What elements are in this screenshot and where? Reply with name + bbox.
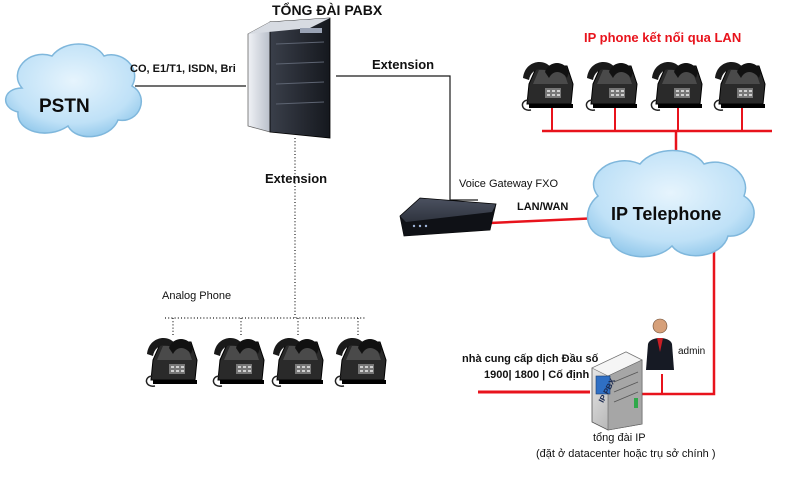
analog-phone-icon <box>145 337 198 387</box>
analog-phone-icon <box>271 337 324 387</box>
connections <box>135 75 772 396</box>
cloud-to-ippbx-line <box>642 250 716 396</box>
analog-phone-label: Analog Phone <box>162 290 232 302</box>
ip-phones-label: IP phone kết nối qua LAN <box>584 30 742 45</box>
pstn-cloud <box>5 43 143 138</box>
pstn-link-label: CO, E1/T1, ISDN, Bri <box>130 63 236 75</box>
analog-phone-icon <box>334 337 387 387</box>
ip-pbx-box <box>591 351 643 431</box>
pabx-tower <box>247 17 331 139</box>
lan-wan-label: LAN/WAN <box>517 201 569 213</box>
ip-phone-icon <box>585 61 638 111</box>
ip-phone-icon <box>650 61 703 111</box>
extension-label-down: Extension <box>265 171 328 186</box>
extension-label-top: Extension <box>372 57 435 72</box>
ip-phone-icon <box>713 61 766 111</box>
pabx-gateway-line <box>336 75 478 201</box>
analog-phone-icon <box>212 337 265 387</box>
voice-gateway <box>399 197 497 237</box>
provider-label-line1: nhà cung cấp dịch Đầu số <box>462 353 599 365</box>
pstn-label: PSTN <box>39 96 90 117</box>
admin-label: admin <box>678 346 706 357</box>
voice-gateway-label: Voice Gateway FXO <box>459 178 559 190</box>
diagram-title: TỔNG ĐÀI PABX <box>272 2 383 18</box>
ip-telephone-label: IP Telephone <box>611 204 722 224</box>
ip-phones-group <box>521 61 766 111</box>
gateway-cloud-line <box>489 216 601 225</box>
admin-person-icon <box>646 318 674 370</box>
analog-phones-group <box>145 337 387 387</box>
ip-telephone-cloud <box>586 149 755 258</box>
ip-pbx-title: tổng đài IP <box>593 432 646 444</box>
provider-label-line2: 1900| 1800 | Cố định <box>484 369 590 381</box>
ip-pbx-location: (đặt ở datacenter hoặc trụ sở chính ) <box>536 448 716 460</box>
ip-phone-icon <box>521 61 574 111</box>
